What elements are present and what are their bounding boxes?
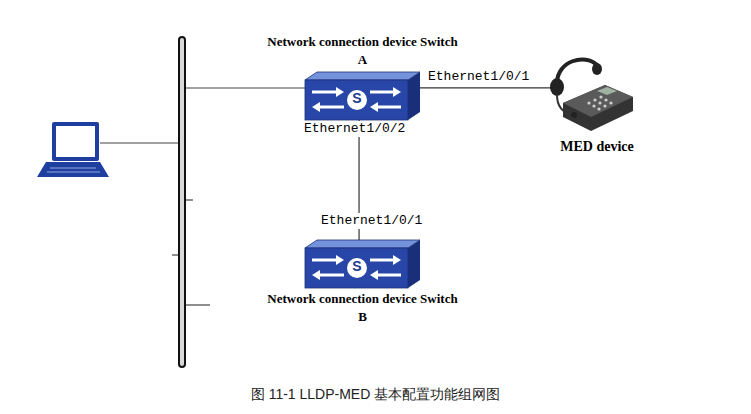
switch-top bbox=[305, 72, 420, 80]
switch-icon bbox=[305, 72, 420, 120]
network-bus bbox=[179, 37, 185, 367]
switch-side bbox=[408, 240, 420, 288]
port-label: Ethernet1/0/1 bbox=[319, 213, 424, 229]
switch-front bbox=[305, 80, 408, 120]
headset-ear bbox=[550, 78, 564, 96]
headset-mic-tip bbox=[571, 112, 577, 118]
device-heading: Network connection device Switch B bbox=[265, 290, 460, 326]
switch-arrows bbox=[312, 255, 401, 280]
link-line bbox=[420, 87, 553, 88]
headset-ear bbox=[592, 63, 602, 75]
switch-icon bbox=[305, 240, 420, 288]
phone-keys bbox=[587, 95, 612, 110]
phone-top bbox=[563, 85, 633, 117]
switch-front bbox=[305, 248, 408, 288]
phone-base bbox=[563, 85, 633, 131]
switch-side bbox=[408, 72, 420, 120]
switch-letter: S bbox=[347, 258, 367, 278]
bus-lines bbox=[100, 88, 306, 305]
switch-badge bbox=[347, 90, 367, 110]
phone-icon bbox=[545, 55, 635, 133]
switch-badge bbox=[347, 258, 367, 278]
phone-display bbox=[597, 87, 617, 95]
port-label: Ethernet1/0/1 bbox=[426, 69, 531, 85]
switch-device: Network connection device Switch AS bbox=[305, 72, 420, 120]
switch-letter: S bbox=[347, 90, 367, 110]
headset-mic bbox=[557, 95, 573, 115]
laptop-icon bbox=[37, 122, 109, 177]
med-device: MED device bbox=[545, 55, 635, 133]
device-heading: Network connection device Switch A bbox=[265, 33, 460, 69]
figure-caption: 图 11-1 LLDP-MED 基本配置功能组网图 bbox=[0, 385, 751, 403]
port-label: Ethernet1/0/2 bbox=[302, 121, 407, 137]
device-label: MED device bbox=[545, 138, 649, 156]
switch-arrows bbox=[312, 87, 401, 112]
switch-top bbox=[305, 240, 420, 248]
headset-band bbox=[557, 59, 597, 83]
switch-device: SNetwork connection device Switch B bbox=[305, 240, 420, 288]
